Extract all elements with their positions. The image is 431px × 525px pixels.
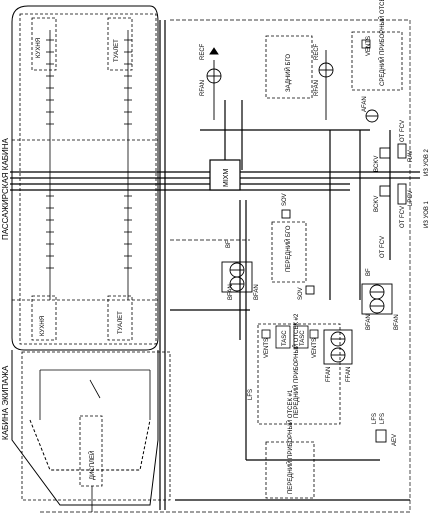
recf2-label: RECF xyxy=(314,43,320,60)
from-fcv-b-label: ОТ FCV xyxy=(400,206,406,228)
vents-box-a xyxy=(261,39,371,339)
fwd-equipment-2-box xyxy=(257,323,341,425)
vents-mid-label: VENTS xyxy=(366,36,372,56)
bfan-a-label: BFAN xyxy=(228,284,234,300)
galley-top-label: КУХНЯ xyxy=(36,38,42,58)
bfan-c-label: BFAN xyxy=(366,314,372,330)
passenger-cabin-outline xyxy=(11,5,159,351)
from-fcv-a-label: ОТ FCV xyxy=(400,120,406,142)
sov-label: SOV xyxy=(282,193,288,206)
bckv-b-label: BCKV xyxy=(374,196,380,212)
mid-equipment-box xyxy=(351,31,403,91)
display-box xyxy=(79,415,103,487)
aev-label: AEV xyxy=(392,434,398,446)
fwd-equipment-1-label: ПЕРЕДНИЙ ПРИБОРНЫЙ ОТСЕК #1 xyxy=(286,389,294,494)
bfan-b-label: BFAN xyxy=(254,284,260,300)
main-ducts xyxy=(10,20,420,510)
cabin-dashed-partitions xyxy=(12,13,171,501)
vents-a-label: VENTS xyxy=(264,338,270,358)
aft-cargo-box xyxy=(265,35,313,99)
cockpit-label: КАБИНА ЭКИПАЖА xyxy=(1,365,10,440)
afan-fan xyxy=(365,109,379,123)
fwd-equipment-2-label: ПЕРЕДНИЙ ПРИБОРНЫЙ ОТСЕК #2 xyxy=(292,313,300,418)
bfan-d-label: BFAN xyxy=(394,314,400,330)
afan-label: AFAN xyxy=(362,96,368,112)
bckv-valve-b xyxy=(379,185,391,197)
from-uov-1-label: ИЗ УОВ 1 xyxy=(424,200,430,228)
rfan2-label: RFAN xyxy=(314,80,320,96)
from-fcv-c-label: ОТ FCV xyxy=(380,236,386,258)
recirc-fan-mid xyxy=(318,50,334,120)
sov2-label: SOV xyxy=(298,287,304,300)
galley-top-box xyxy=(31,17,57,71)
mid-equipment-label: СРЕДНИЙ ПРИБОРНЫЙ ОТСЕК xyxy=(378,0,386,86)
tasc-b-label: TASC xyxy=(300,330,306,346)
booster-fan-pair-a xyxy=(221,261,253,293)
from-uov-2-label: ИЗ УОВ 2 xyxy=(424,148,430,176)
galley-bottom-label: КУХНЯ xyxy=(40,316,46,336)
galley-bottom-box xyxy=(31,295,57,341)
toilet-bottom-label: ТУАЛЕТ xyxy=(118,311,124,334)
mixer-label: MIXM xyxy=(223,169,230,187)
recf-label: RECF xyxy=(200,43,206,60)
fwd-equipment-1-box xyxy=(265,441,315,499)
rfan-label: RFAN xyxy=(200,80,206,96)
bckv-valve-a xyxy=(379,147,391,159)
cockpit-ducts xyxy=(39,369,151,512)
lfs2-label: LFS xyxy=(372,413,378,424)
fwd-cargo-box xyxy=(271,221,307,283)
aft-cargo-label: ЗАДНИЙ БГО xyxy=(284,54,292,92)
display-label: ДИСПЛЕЙ xyxy=(88,451,96,480)
lfs3-label: LFS xyxy=(380,413,386,424)
sov-valve-2 xyxy=(305,285,315,295)
aev-valve xyxy=(375,429,387,443)
toilet-top-box xyxy=(107,17,133,71)
seat-rows-right xyxy=(124,30,132,300)
secondary-ducts xyxy=(40,19,411,513)
recirc-fan-aft xyxy=(206,47,222,120)
ffan-b-label: FFAN xyxy=(346,367,352,382)
tasc-boxes xyxy=(275,325,309,349)
bckv-a-label: BCKV xyxy=(374,156,380,172)
fwd-cargo-label: ПЕРЕДНИЙ БГО xyxy=(284,225,292,272)
toilet-bottom-box xyxy=(107,295,133,341)
lpcv-valve xyxy=(397,183,407,205)
toilet-top-label: ТУАЛЕТ xyxy=(114,39,120,62)
lpcv-label: LPCV xyxy=(408,190,414,206)
cockpit-outline xyxy=(11,350,159,506)
bf-a-label: BF xyxy=(226,240,232,248)
lfs-label: LFS xyxy=(248,389,254,400)
tasc-a-label: TASC xyxy=(282,330,288,346)
passenger-cabin-label: ПАССАЖИРСКАЯ КАБИНА xyxy=(1,137,10,240)
mixer-manifold xyxy=(209,159,241,191)
booster-fan-pair-b xyxy=(361,283,393,315)
seat-rows-left xyxy=(46,30,54,300)
bf-b-label: BF xyxy=(366,268,372,276)
forward-fan-pair xyxy=(323,329,353,365)
rav-valve xyxy=(397,143,407,159)
vents-b-label: VENTS xyxy=(312,338,318,358)
sov-valve xyxy=(281,209,291,219)
rav-label: RAV xyxy=(408,150,414,162)
ffan-a-label: FFAN xyxy=(326,367,332,382)
